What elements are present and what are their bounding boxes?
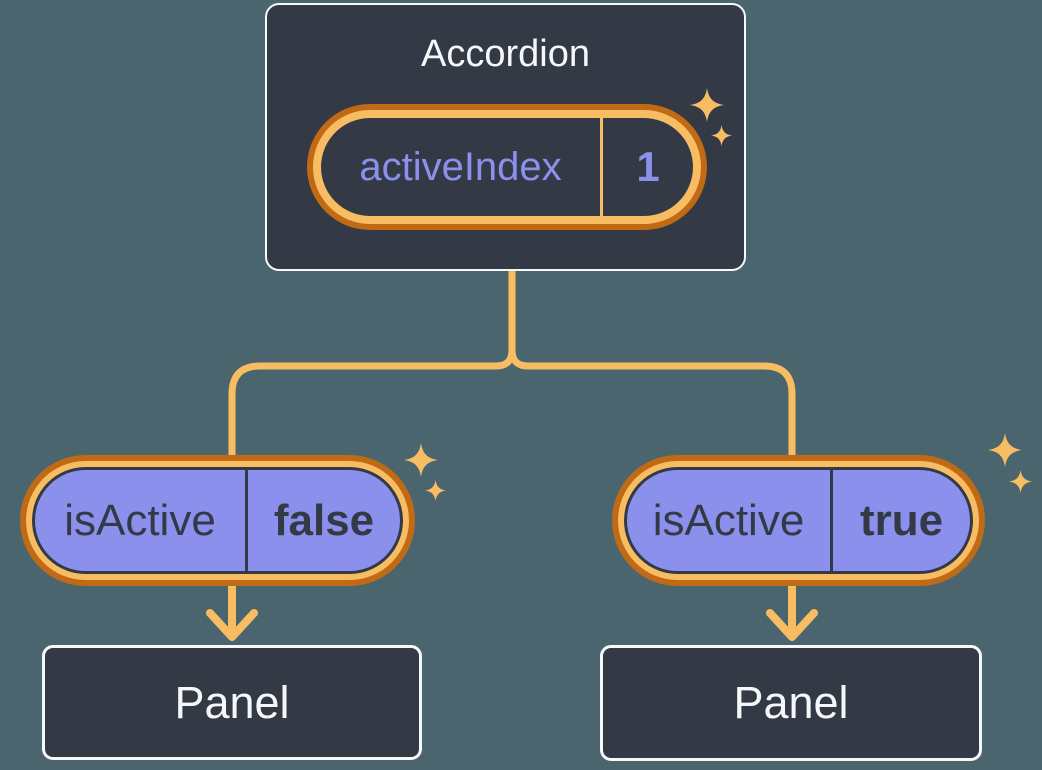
state-pill: activeIndex 1 bbox=[307, 104, 707, 230]
sparkle-icon bbox=[690, 88, 733, 147]
state-pill-ring: activeIndex 1 bbox=[313, 110, 701, 224]
arrow-down-icon bbox=[206, 582, 258, 641]
panel-box-right: Panel bbox=[600, 645, 982, 761]
panel-title: Panel bbox=[174, 676, 290, 728]
prop-value: false bbox=[273, 495, 375, 545]
state-name: activeIndex bbox=[359, 144, 562, 189]
accordion-component-box: Accordion activeIndex 1 bbox=[265, 3, 746, 271]
prop-pill-left: isActive false bbox=[20, 455, 415, 586]
prop-value: true bbox=[859, 495, 944, 545]
branch-right-line bbox=[508, 270, 796, 456]
prop-pill-right: isActive true bbox=[612, 455, 985, 586]
prop-pill-core: isActive true bbox=[624, 467, 973, 574]
prop-name: isActive bbox=[652, 495, 805, 545]
prop-pill-ring: isActive false bbox=[26, 461, 409, 580]
state-divider bbox=[600, 118, 603, 216]
panel-box-left: Panel bbox=[42, 645, 422, 760]
state-value: 1 bbox=[636, 143, 660, 190]
panel-title: Panel bbox=[733, 677, 849, 728]
prop-divider bbox=[830, 470, 833, 571]
prop-name: isActive bbox=[64, 495, 216, 545]
sparkle-icon bbox=[404, 443, 447, 502]
accordion-title: Accordion bbox=[421, 33, 590, 75]
branch-left-line bbox=[228, 270, 516, 456]
sparkle-icon bbox=[988, 433, 1033, 494]
arrow-down-icon bbox=[766, 582, 818, 641]
prop-pill-ring: isActive true bbox=[618, 461, 979, 580]
state-pill-core: activeIndex 1 bbox=[321, 118, 693, 216]
prop-pill-core: isActive false bbox=[32, 467, 403, 574]
prop-divider bbox=[245, 470, 248, 571]
